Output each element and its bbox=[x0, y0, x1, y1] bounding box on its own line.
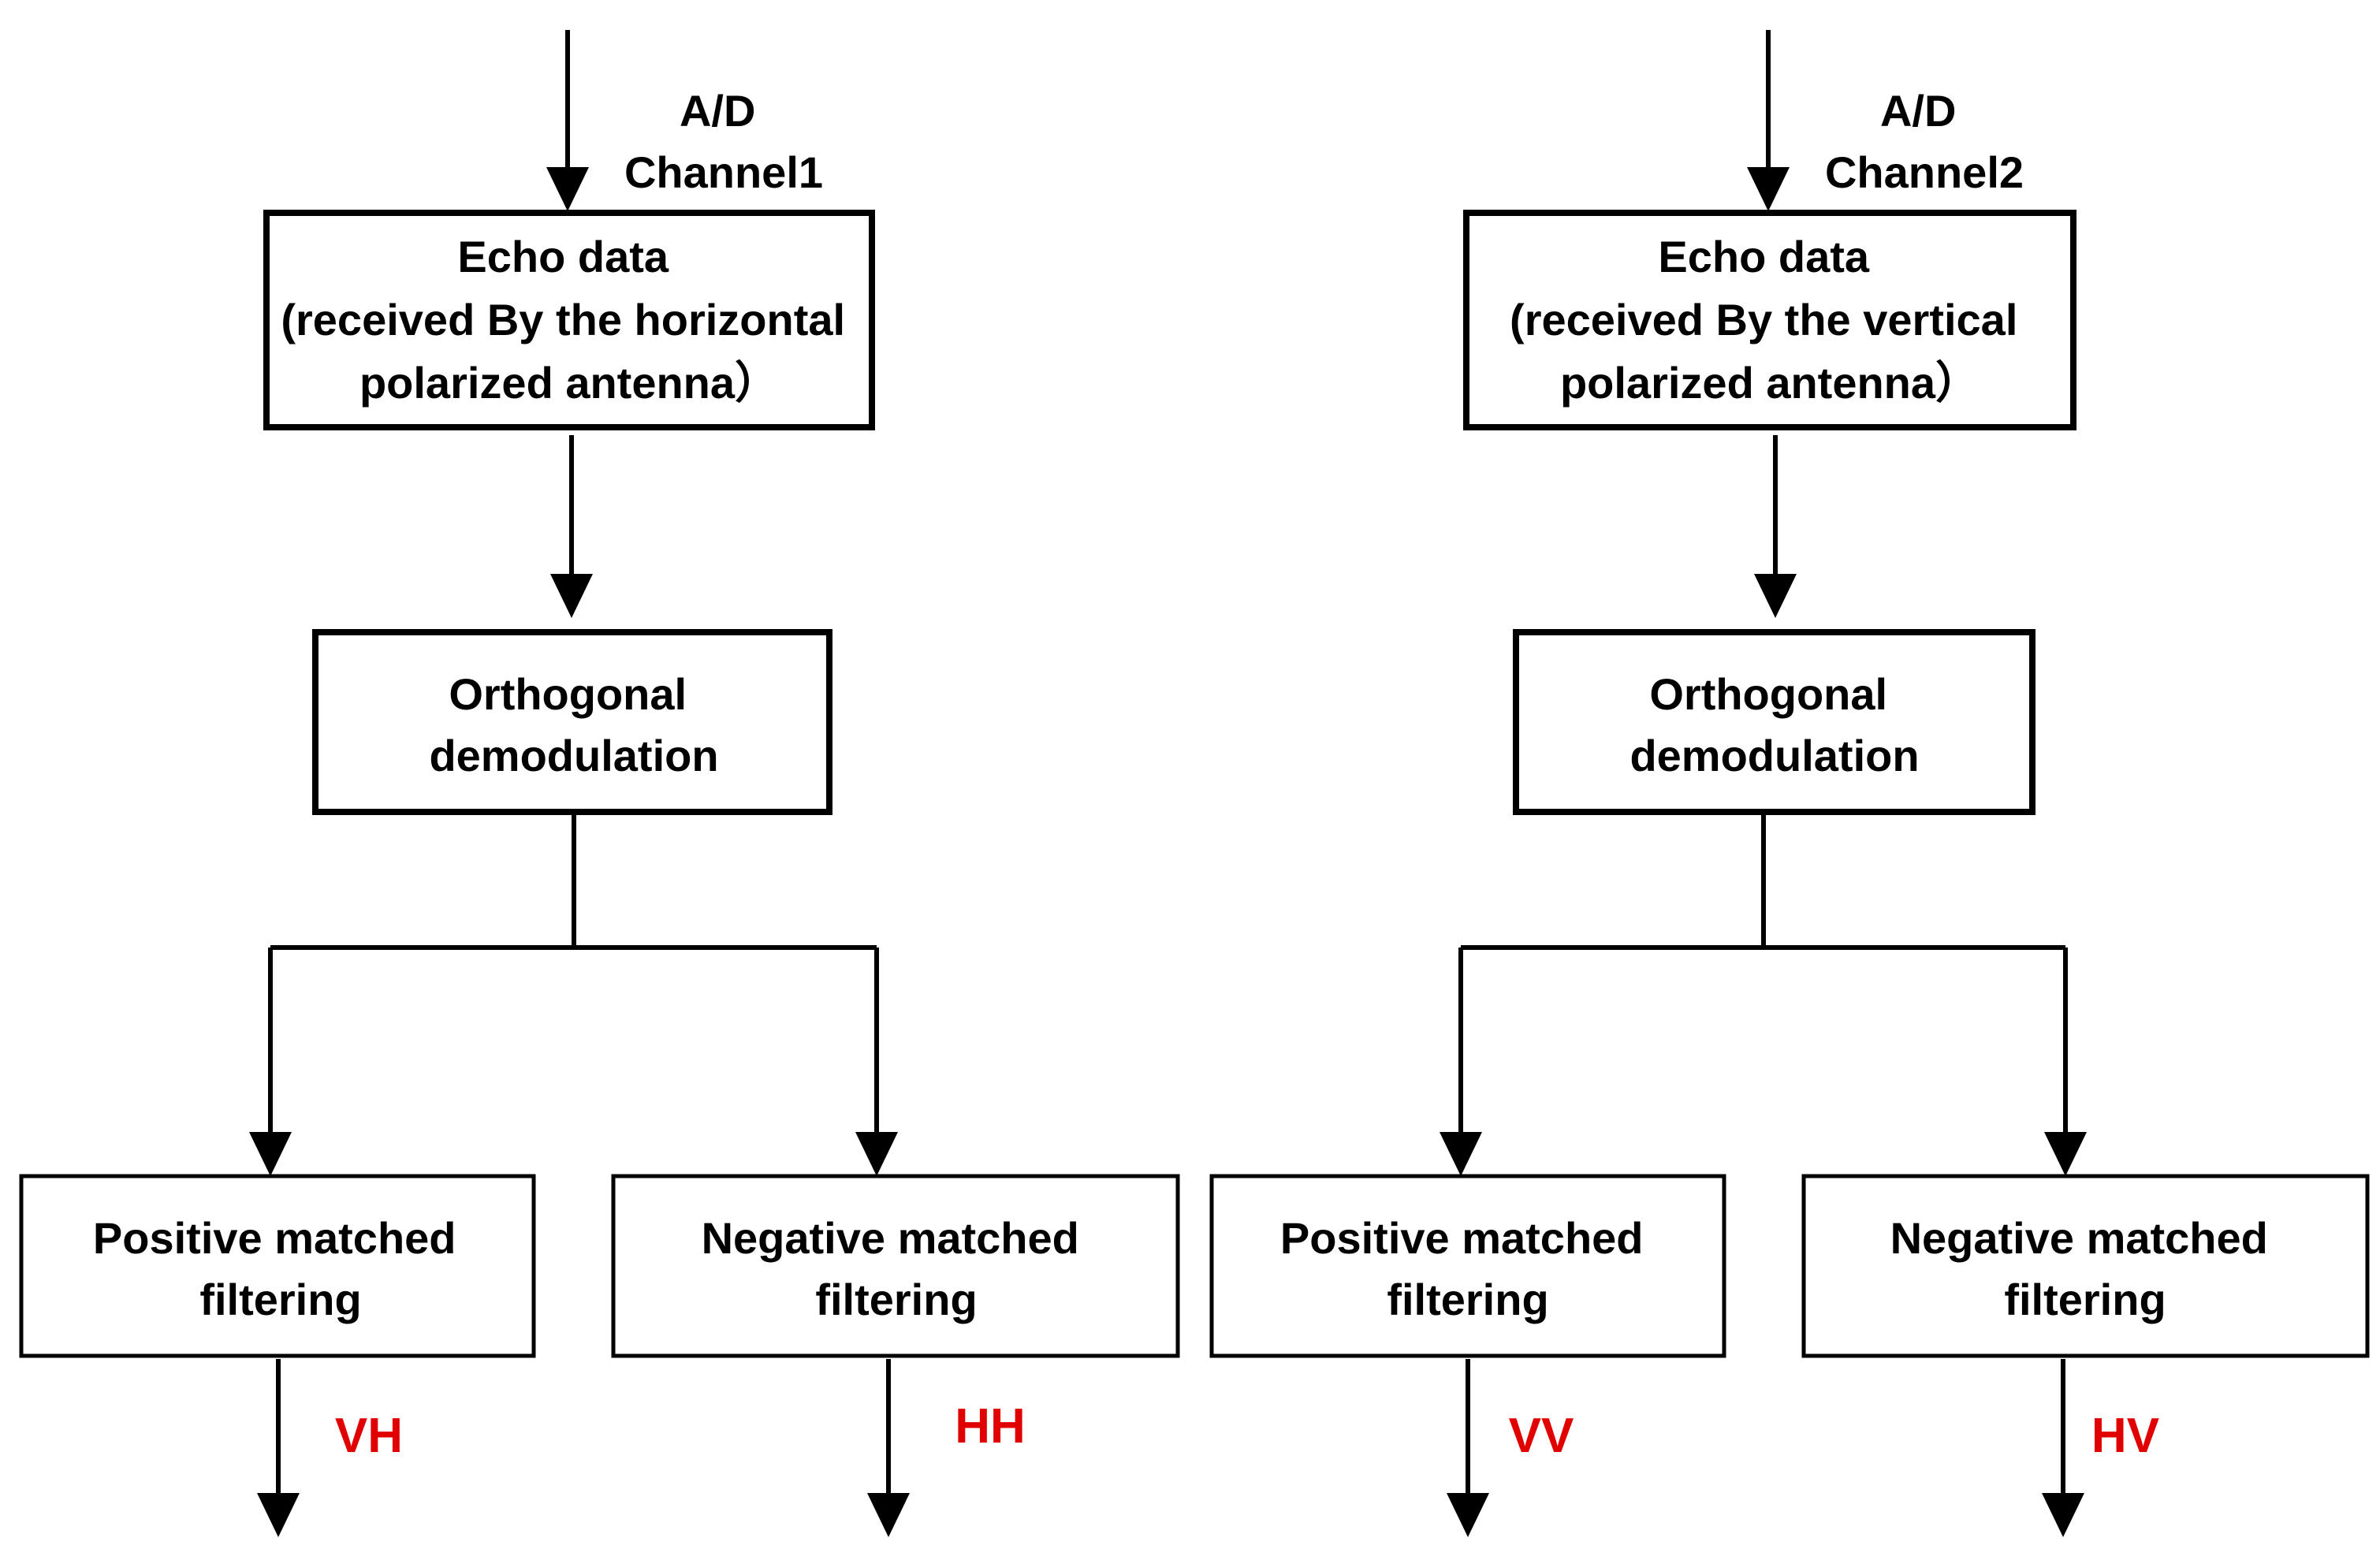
positive-matched-filtering-label: Positive matched filtering bbox=[1280, 1213, 1656, 1324]
positive-matched-filtering-box bbox=[1209, 1174, 1726, 1358]
channel-1-input-label: A/D Channel1 bbox=[624, 86, 823, 197]
echo-data-box bbox=[1463, 210, 2076, 430]
hv-output-arrowhead bbox=[2042, 1493, 2084, 1537]
hh-output-label: HH bbox=[955, 1399, 1026, 1454]
echo-to-demod-arrowhead bbox=[1754, 574, 1797, 618]
filter-line-2: filtering bbox=[2004, 1275, 2166, 1324]
input-label-line-1: A/D bbox=[680, 86, 755, 136]
echo-line-2: (received By the horizontal bbox=[281, 295, 845, 344]
input-label-line-2: Channel1 bbox=[624, 147, 823, 197]
demod-line-1: Orthogonal bbox=[1649, 669, 1887, 719]
demod-branch-connector bbox=[270, 815, 877, 950]
filter-line-1: Negative matched bbox=[1890, 1213, 2268, 1263]
filter-line-2: filtering bbox=[815, 1275, 977, 1324]
vh-output-label: VH bbox=[335, 1409, 403, 1463]
vh-output-arrowhead bbox=[257, 1493, 300, 1537]
filter-line-1: Positive matched bbox=[93, 1213, 456, 1263]
echo-line-1: Echo data bbox=[1658, 232, 1869, 281]
negative-matched-filtering-box bbox=[611, 1174, 1180, 1358]
echo-data-label: Echo data (received By the vertical pola… bbox=[1510, 232, 2030, 408]
positive-matched-filtering-label: Positive matched filtering bbox=[93, 1213, 468, 1324]
branch-left-arrowhead bbox=[249, 1132, 292, 1176]
orthogonal-demodulation-box bbox=[312, 629, 832, 815]
echo-to-demod-arrowhead bbox=[550, 574, 593, 618]
echo-line-2: (received By the vertical bbox=[1510, 295, 2017, 344]
demod-line-1: Orthogonal bbox=[449, 669, 687, 719]
hh-output-arrowhead bbox=[867, 1493, 910, 1537]
positive-matched-filtering-box bbox=[19, 1174, 536, 1358]
vv-output-arrowhead bbox=[1447, 1493, 1489, 1537]
filter-line-1: Negative matched bbox=[702, 1213, 1079, 1263]
channel-2-column: A/D Channel2 Echo data (received By the … bbox=[1209, 30, 2370, 1537]
orthogonal-demodulation-label: Orthogonal demodulation bbox=[1629, 669, 1919, 780]
demod-line-2: demodulation bbox=[429, 731, 718, 780]
hv-output-label: HV bbox=[2091, 1409, 2159, 1463]
echo-data-label: Echo data (received By the horizontal po… bbox=[281, 232, 857, 408]
filter-line-1: Positive matched bbox=[1280, 1213, 1644, 1263]
branch-right-arrowhead bbox=[2044, 1132, 2087, 1176]
negative-matched-filtering-label: Negative matched filtering bbox=[702, 1213, 1092, 1324]
input-label-line-1: A/D bbox=[1880, 86, 1956, 136]
branch-left-arrowhead bbox=[1440, 1132, 1482, 1176]
negative-matched-filtering-label: Negative matched filtering bbox=[1890, 1213, 2281, 1324]
echo-line-3: polarized antenna） bbox=[359, 358, 779, 408]
echo-data-box bbox=[263, 210, 875, 430]
echo-line-1: Echo data bbox=[457, 232, 669, 281]
branch-right-arrowhead bbox=[855, 1132, 898, 1176]
channel-1-column: A/D Channel1 Echo data (received By the … bbox=[19, 30, 1180, 1537]
orthogonal-demodulation-label: Orthogonal demodulation bbox=[429, 669, 718, 780]
input-arrowhead bbox=[546, 167, 589, 211]
echo-line-3: polarized antenna） bbox=[1560, 358, 1980, 408]
filter-line-2: filtering bbox=[1387, 1275, 1548, 1324]
demod-branch-connector bbox=[1461, 815, 2065, 950]
channel-2-input-label: A/D Channel2 bbox=[1825, 86, 2024, 197]
input-label-line-2: Channel2 bbox=[1825, 147, 2024, 197]
negative-matched-filtering-box bbox=[1801, 1174, 2370, 1358]
demod-line-2: demodulation bbox=[1629, 731, 1919, 780]
filter-line-2: filtering bbox=[199, 1275, 361, 1324]
orthogonal-demodulation-box bbox=[1513, 629, 2035, 815]
vv-output-label: VV bbox=[1509, 1409, 1574, 1463]
input-arrowhead bbox=[1747, 167, 1790, 211]
